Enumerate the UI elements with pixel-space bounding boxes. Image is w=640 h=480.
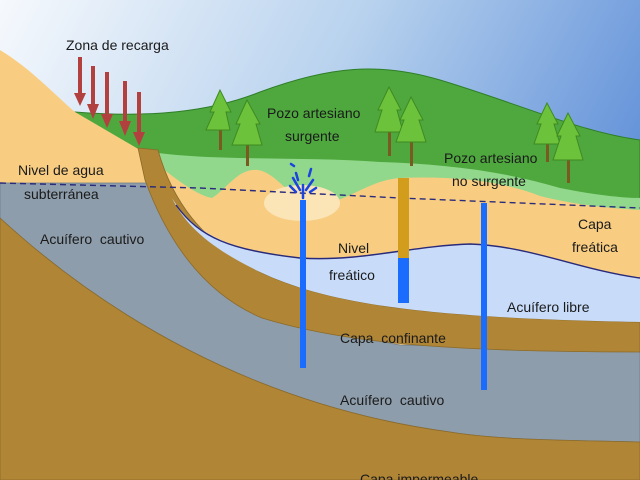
label-water-table: Nivel	[338, 240, 369, 256]
label-nonflowing-artesian-well: Pozo artesiano	[444, 150, 538, 166]
label-confining-layer: Capa confinante	[340, 330, 446, 346]
tree-icon	[533, 101, 584, 183]
groundwater-level-dashed-line	[0, 182, 640, 209]
label-confined-aquifer-bottom: Acuífero cautivo	[340, 392, 444, 408]
flowing-artesian-well	[300, 200, 306, 368]
label-unconfined-aquifer: Acuífero libre	[507, 299, 590, 315]
label-recharge-zone: Zona de recarga	[66, 37, 169, 53]
tree-icon	[205, 88, 263, 166]
label-flowing-artesian-well: Pozo artesiano	[267, 105, 361, 121]
tree-icon	[374, 85, 427, 166]
dry-well-water	[398, 258, 409, 303]
label-confined-aquifer-left: Acuífero cautivo	[40, 231, 144, 247]
label-flowing-artesian-well-2: surgente	[285, 128, 340, 144]
label-nonflowing-artesian-well-2: no surgente	[452, 173, 526, 189]
dry-well-casing	[398, 178, 409, 258]
label-phreatic-layer: Capa	[578, 216, 612, 232]
impermeable-layer	[0, 217, 640, 480]
non-flowing-artesian-well	[481, 203, 487, 390]
label-impermeable-layer: Capa impermeable	[360, 471, 478, 480]
water-fountain-icon	[288, 162, 318, 200]
label-groundwater-level: Nivel de agua	[18, 162, 104, 178]
recharge-arrows-icon	[74, 57, 145, 146]
water-table-line	[175, 204, 640, 279]
label-groundwater-level-2: subterránea	[24, 186, 99, 202]
label-phreatic-layer-2: freática	[572, 239, 618, 255]
label-water-table-2: freático	[329, 267, 375, 283]
